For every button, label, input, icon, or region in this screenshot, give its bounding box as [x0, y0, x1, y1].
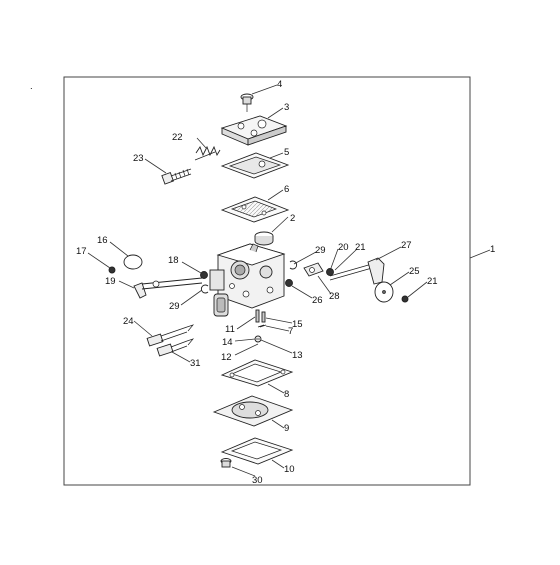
part-4-screw	[240, 93, 254, 112]
callout-7: 7	[288, 326, 293, 337]
part-16-throttle-shutter	[123, 254, 143, 270]
callout-11: 11	[225, 324, 235, 335]
callout-17: 17	[76, 246, 87, 257]
callout-3: 3	[284, 102, 289, 113]
callout-23: 23	[133, 153, 144, 164]
part-24-high-speed-needle	[146, 324, 195, 347]
callout-6: 6	[284, 184, 289, 195]
callout-21-right: 21	[427, 276, 438, 287]
part-25-choke-shutter	[374, 281, 394, 303]
carburetor-body	[209, 243, 286, 317]
callout-2: 2	[290, 213, 295, 224]
part-3-cover-plate	[220, 115, 288, 146]
part-17-screw	[108, 266, 116, 274]
callout-29-right: 29	[315, 245, 326, 256]
diagram-frame	[63, 76, 471, 486]
part-29-clip-left	[200, 284, 209, 294]
part-19-throttle-shaft	[133, 277, 203, 299]
callout-15: 15	[292, 319, 303, 330]
part-6-gasket	[220, 196, 290, 223]
part-9-pump-diaphragm	[212, 395, 294, 427]
part-26-ball	[285, 279, 293, 287]
callout-labels: 1 2 3 4 5 6 7 8 9 10 11 12 13 14 15 16 1…	[76, 79, 495, 486]
callout-5: 5	[284, 147, 289, 158]
callout-13: 13	[292, 350, 303, 361]
part-15-lever-pin	[261, 311, 266, 323]
part-31-low-speed-needle	[156, 338, 195, 357]
callout-20: 20	[338, 242, 349, 253]
callout-28: 28	[329, 291, 340, 302]
part-5-metering-diaphragm-plate	[220, 152, 290, 179]
callout-9: 9	[284, 423, 289, 434]
callout-12: 12	[221, 352, 232, 363]
callout-1: 1	[490, 244, 495, 255]
callout-18: 18	[168, 255, 179, 266]
callout-31: 31	[190, 358, 201, 369]
part-28-choke-lever	[303, 262, 324, 277]
part-10-gasket	[220, 437, 294, 465]
part-11-needle	[255, 309, 260, 323]
part-18-pin	[200, 271, 208, 279]
callout-26: 26	[312, 295, 323, 306]
callout-24: 24	[123, 316, 134, 327]
part-30-screw	[220, 458, 232, 468]
callout-4: 4	[277, 79, 282, 90]
part-20-nut	[326, 268, 334, 276]
part-29-clip-right	[289, 260, 298, 270]
callout-19: 19	[105, 276, 116, 287]
callout-30: 30	[252, 475, 263, 486]
callout-25: 25	[409, 266, 420, 277]
part-2-plug	[254, 231, 274, 246]
leader-lines	[87, 84, 491, 477]
callout-29-left: 29	[169, 301, 180, 312]
callout-14: 14	[222, 337, 233, 348]
callout-8: 8	[284, 389, 289, 400]
callout-27: 27	[401, 240, 412, 251]
callout-16: 16	[97, 235, 108, 246]
corner-mark: .	[30, 81, 33, 92]
part-14-screw	[254, 335, 262, 343]
part-27-choke-shaft	[329, 257, 385, 285]
callout-10: 10	[284, 464, 295, 475]
callout-22: 22	[172, 132, 183, 143]
callout-21-top: 21	[355, 242, 366, 253]
part-23-adjust-screw	[161, 168, 192, 185]
part-7-spring	[257, 324, 267, 328]
part-22-spring	[194, 145, 221, 161]
part-8-gasket	[220, 359, 294, 387]
part-21-screw-right	[401, 295, 409, 303]
